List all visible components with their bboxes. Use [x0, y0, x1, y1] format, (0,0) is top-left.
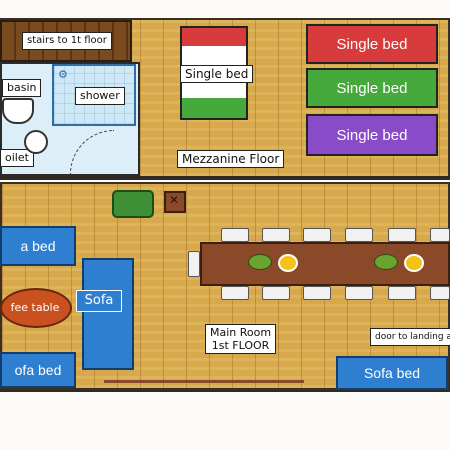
door-to-landing-label: door to landing and	[370, 328, 450, 346]
coffee-table	[0, 288, 72, 328]
mezzanine-label: Mezzanine Floor	[177, 150, 285, 168]
plate-icon	[404, 254, 424, 272]
toilet-label: oilet	[0, 149, 34, 167]
fruit-bowl-icon	[248, 254, 272, 270]
dining-chair	[221, 228, 249, 242]
basin-label: basin	[2, 79, 42, 97]
sofa-middle	[82, 258, 134, 370]
main-room-label-line1: Main Room	[210, 326, 272, 339]
single-bed-green: Single bed	[306, 68, 438, 108]
main-room-label-line2: 1st FLOOR	[211, 339, 270, 352]
green-armchair	[112, 190, 154, 218]
shower-label: shower	[75, 87, 125, 105]
shower-tap-icon: ⚙	[58, 68, 68, 81]
dining-chair	[303, 228, 331, 242]
sofa-bed-bottom-right: Sofa bed	[336, 356, 448, 390]
sofa-bed-top-left: a bed	[0, 226, 76, 266]
basin	[2, 98, 34, 124]
side-table	[164, 191, 186, 213]
dining-chair	[388, 286, 416, 300]
coffee-table-label: fee table	[10, 301, 60, 314]
single-bed-green-label: Single bed	[336, 79, 408, 97]
single-bed-purple: Single bed	[306, 114, 438, 156]
sofa-bed-bottom-left-label: ofa bed	[14, 362, 62, 378]
sofa-bed-top-left-label: a bed	[20, 238, 56, 254]
single-bed-purple-label: Single bed	[336, 126, 408, 144]
single-bed-center-headboard	[182, 28, 246, 46]
toilet	[24, 130, 48, 154]
lower-railing	[104, 380, 304, 383]
dining-chair-end	[188, 251, 200, 277]
bottom-wall	[0, 390, 450, 392]
mezzanine-edge-wall	[0, 176, 450, 180]
side-table-cross-icon: ✕	[169, 193, 180, 207]
plate-icon	[278, 254, 298, 272]
dining-chair	[303, 286, 331, 300]
dining-chair	[388, 228, 416, 242]
sofa-bed-bottom-right-label: Sofa bed	[363, 365, 421, 381]
single-bed-red: Single bed	[306, 24, 438, 64]
dining-chair	[221, 286, 249, 300]
fruit-bowl-icon	[374, 254, 398, 270]
dining-chair	[262, 286, 290, 300]
dining-chair	[430, 228, 450, 242]
dining-chair	[262, 228, 290, 242]
main-room-label: Main Room 1st FLOOR	[205, 324, 277, 354]
single-bed-red-label: Single bed	[336, 35, 408, 53]
dining-chair	[430, 286, 450, 300]
stairs-label: stairs to 1t floor	[22, 32, 112, 50]
dining-chair	[345, 286, 373, 300]
sofa-bed-bottom-left: ofa bed	[0, 352, 76, 388]
single-bed-center-label: Single bed	[180, 65, 254, 83]
dining-chair	[345, 228, 373, 242]
sofa-middle-label: Sofa	[76, 290, 122, 312]
single-bed-center-footboard	[182, 98, 246, 118]
